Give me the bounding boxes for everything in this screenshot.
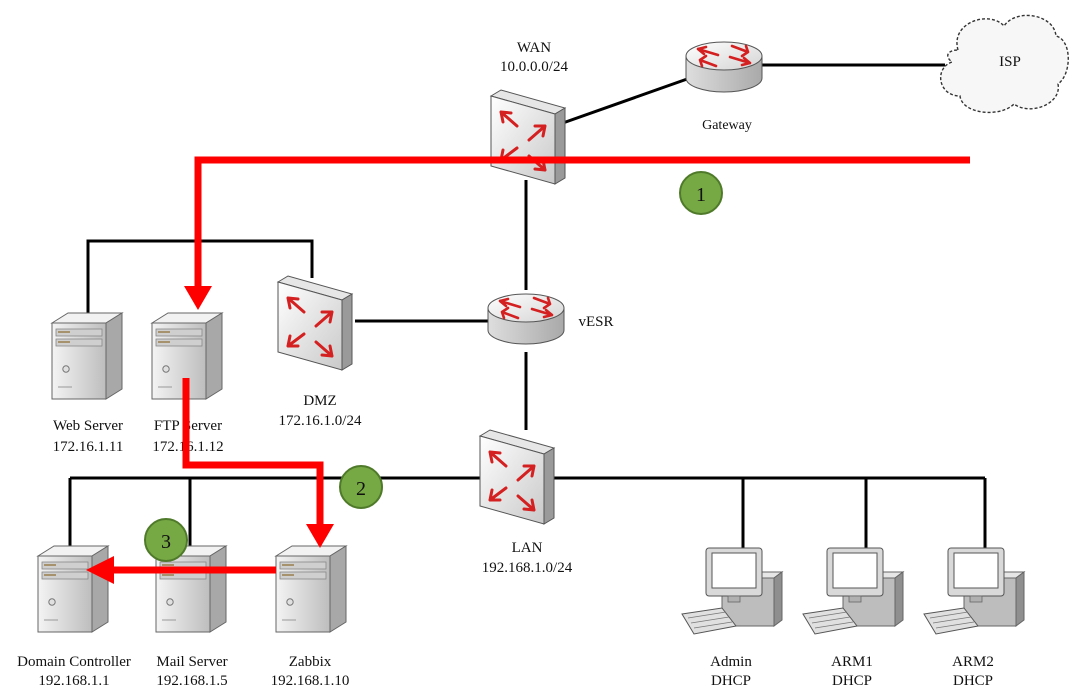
step-2-label: 2: [356, 478, 366, 500]
gateway-router: [686, 42, 762, 92]
lan-subnet: 192.168.1.0/24: [482, 560, 573, 576]
dmz-switch: [278, 276, 352, 370]
flow-1-arrowhead: [184, 286, 212, 310]
isp-cloud: ISP: [941, 15, 1069, 112]
web-server-icon: [52, 313, 122, 399]
domain-controller-name: Domain Controller: [17, 654, 131, 670]
step-3-label: 3: [161, 531, 171, 553]
admin-name: Admin: [710, 654, 752, 670]
mail-server-name: Mail Server: [156, 654, 227, 670]
vesr-label: vESR: [578, 314, 613, 330]
step-badge-1: 1: [680, 172, 722, 214]
admin-ip: DHCP: [711, 673, 751, 689]
lan-name: LAN: [512, 540, 543, 556]
lan-switch: [480, 430, 554, 524]
web-server-ip: 172.16.1.11: [53, 439, 124, 455]
wan-switch: [491, 90, 565, 184]
wan-name: WAN: [517, 40, 551, 56]
arm1-pc-icon: [803, 548, 903, 634]
admin-pc-icon: [682, 548, 782, 634]
arm2-pc-icon: [924, 548, 1024, 634]
web-server-name: Web Server: [53, 418, 123, 434]
dmz-name: DMZ: [303, 393, 336, 409]
zabbix-ip: 192.168.1.10: [271, 673, 350, 689]
step-badge-2: 2: [340, 466, 382, 508]
domain-controller-ip: 192.168.1.1: [38, 673, 109, 689]
vesr-router: [488, 294, 564, 344]
step-1-label: 1: [696, 184, 706, 206]
arm1-ip: DHCP: [832, 673, 872, 689]
gateway-label: Gateway: [702, 118, 752, 133]
isp-label: ISP: [999, 54, 1021, 70]
step-badge-3: 3: [145, 519, 187, 561]
zabbix-server-icon: [276, 546, 346, 632]
link-wan-gateway: [560, 78, 690, 124]
flow-1-path: [198, 160, 970, 290]
zabbix-name: Zabbix: [289, 654, 332, 670]
mail-server-ip: 192.168.1.5: [156, 673, 227, 689]
flow-2-arrowhead: [306, 524, 334, 548]
arm2-name: ARM2: [952, 654, 994, 670]
arm2-ip: DHCP: [953, 673, 993, 689]
arm1-name: ARM1: [831, 654, 873, 670]
domain-controller-icon: [38, 546, 108, 632]
wan-subnet: 10.0.0.0/24: [500, 59, 568, 75]
dmz-subnet: 172.16.1.0/24: [279, 413, 362, 429]
